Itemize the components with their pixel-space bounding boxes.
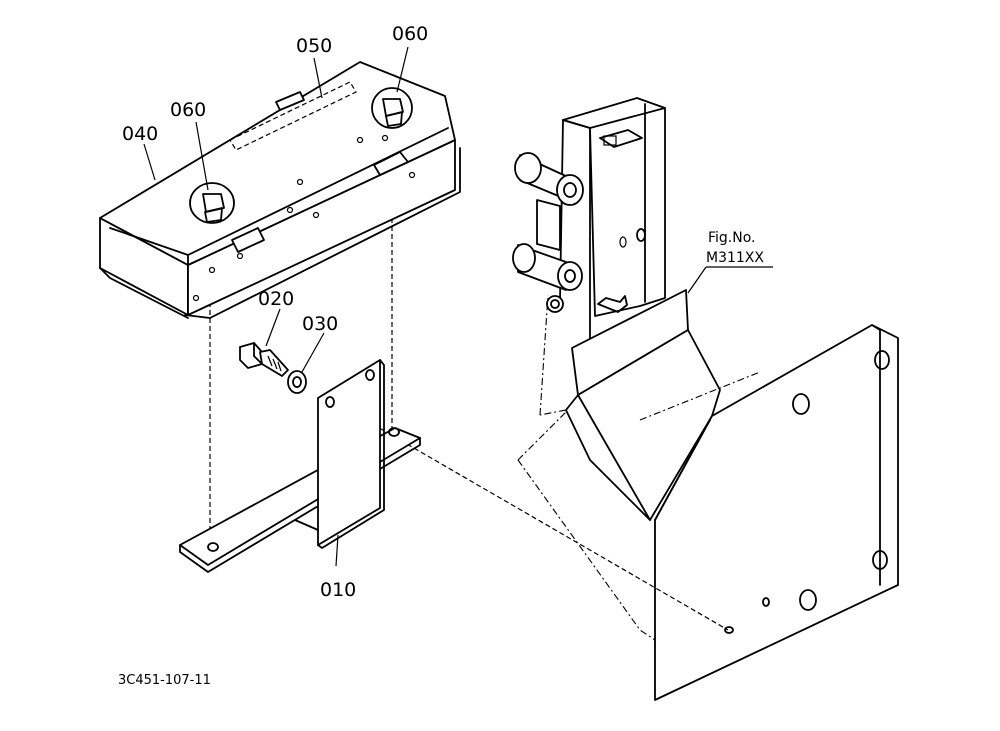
label-040: 040 — [122, 123, 158, 145]
label-020: 020 — [258, 288, 294, 310]
part-030-washer — [287, 370, 307, 394]
part-040-box — [99, 61, 461, 319]
label-060-right: 060 — [392, 23, 428, 45]
part-labels: 040 060 050 060 020 030 010 Fig.No. M311… — [118, 23, 764, 688]
drawing-number: 3C451-107-11 — [118, 673, 211, 688]
fig-no-label: Fig.No. — [708, 230, 756, 246]
label-060-left: 060 — [170, 99, 206, 121]
part-020-bolt — [239, 342, 289, 377]
label-050: 050 — [296, 35, 332, 57]
label-030: 030 — [302, 313, 338, 335]
part-050-label — [275, 91, 305, 111]
label-010: 010 — [320, 579, 356, 601]
mounting-frame — [512, 97, 899, 701]
leader-lines — [143, 46, 773, 567]
part-060-bolt-right — [371, 87, 413, 129]
fig-no-code: M311XX — [706, 250, 764, 266]
part-010-stay-bracket — [179, 359, 421, 573]
part-060-bolt-left — [189, 182, 235, 224]
